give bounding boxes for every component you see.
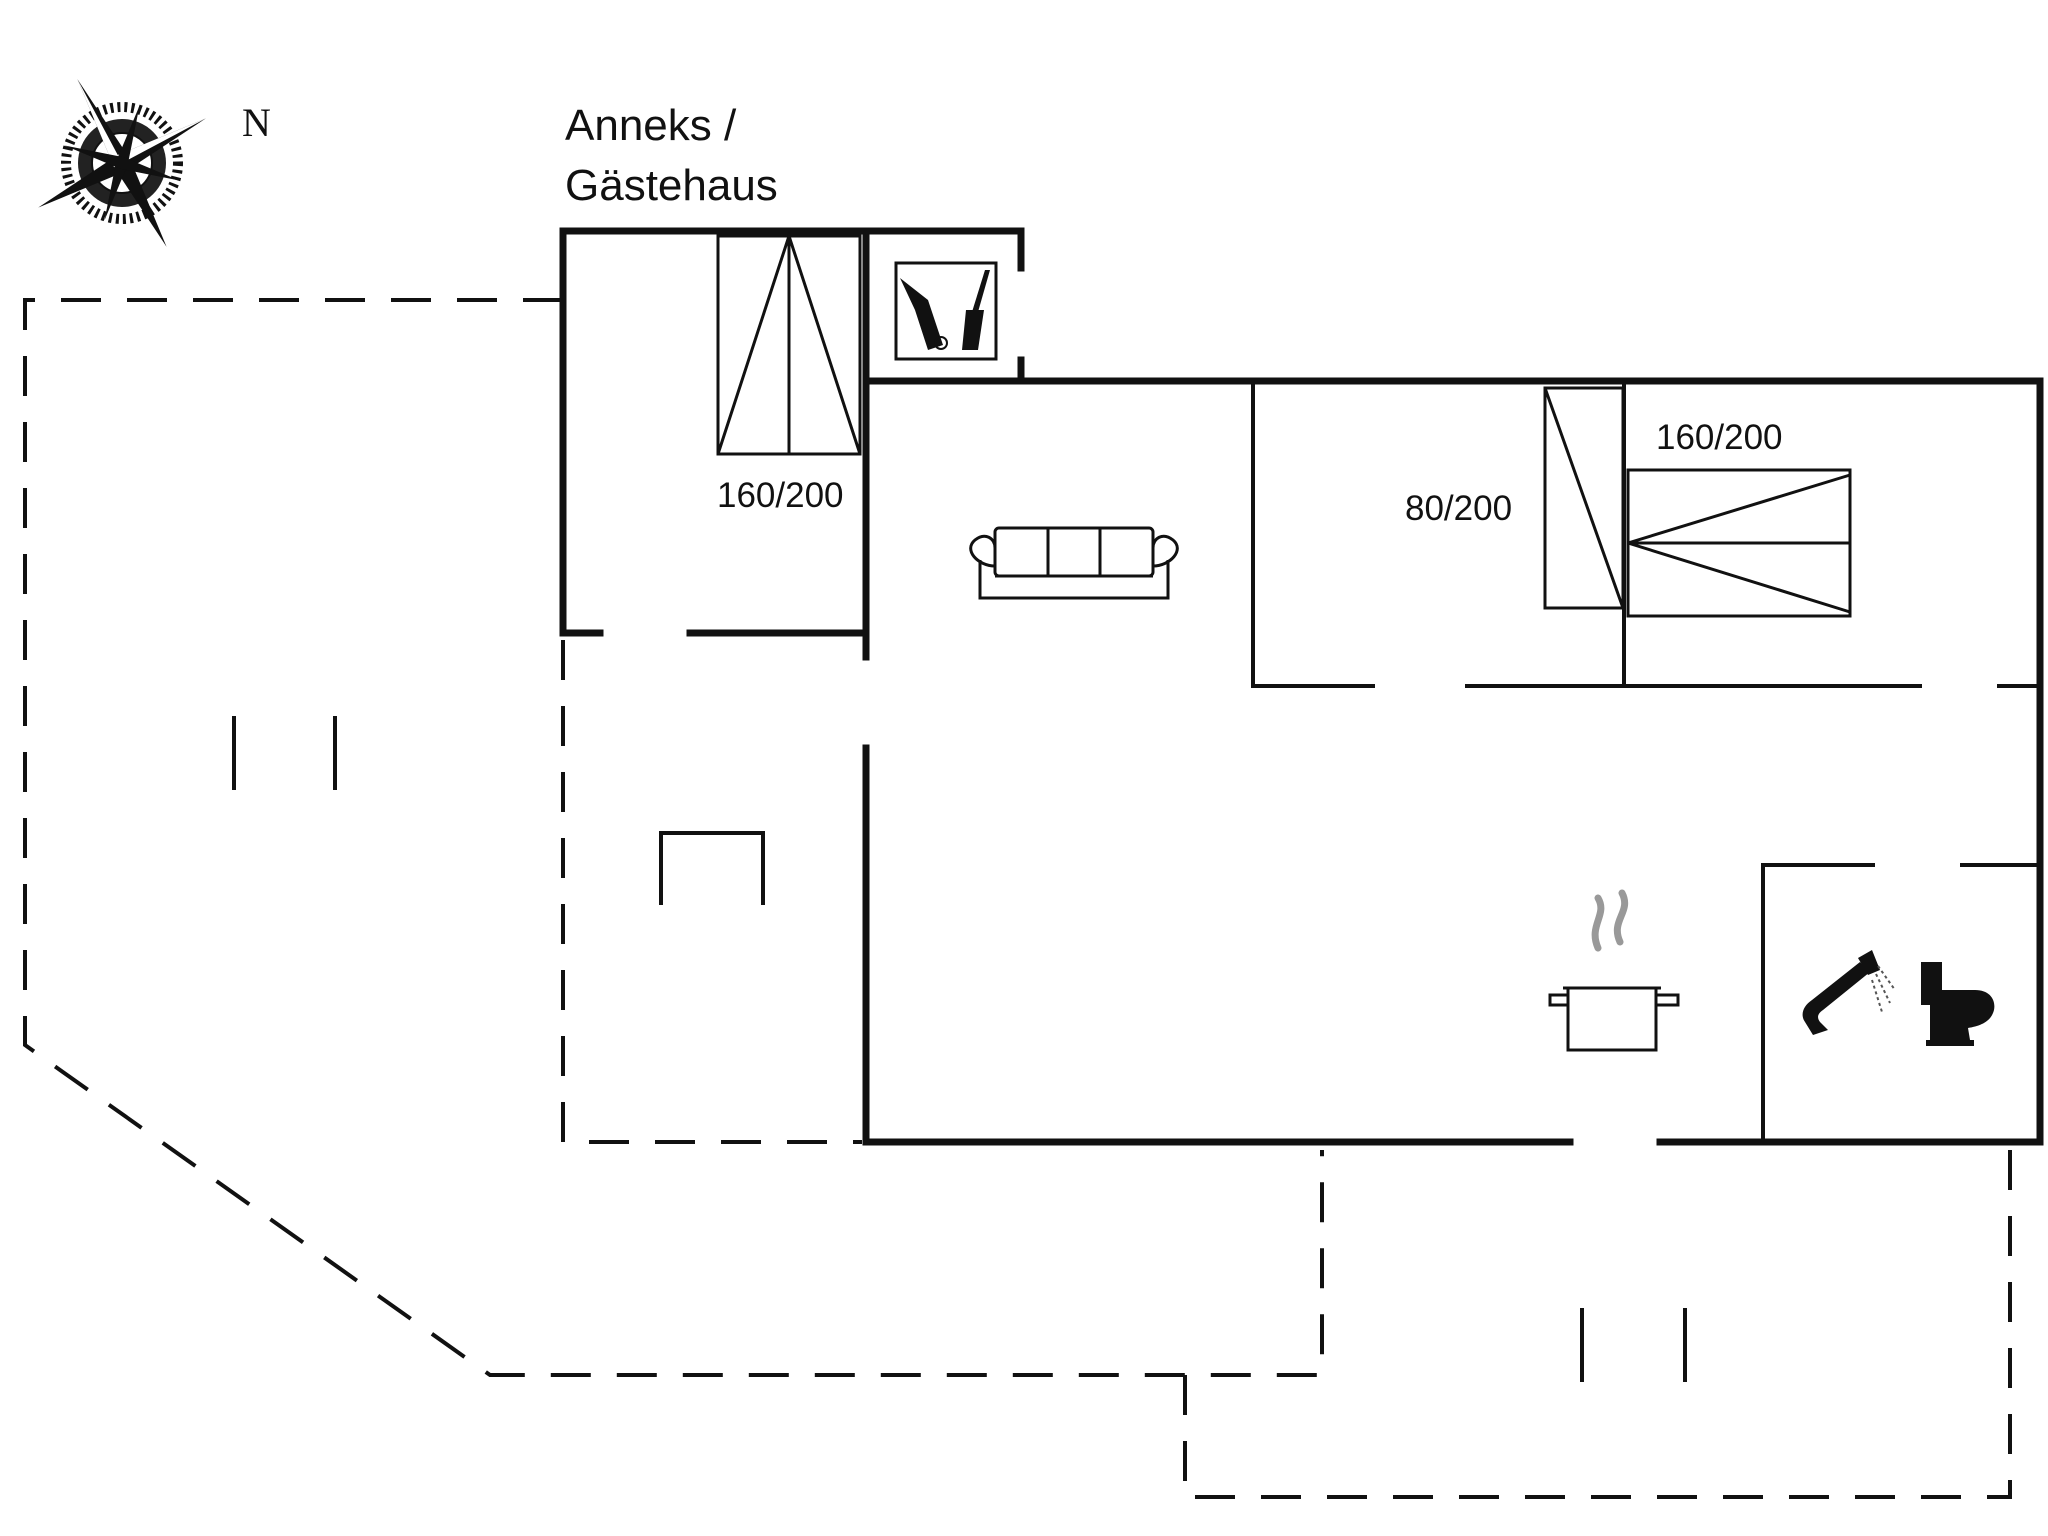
- annex-bed-size: 160/200: [717, 476, 844, 515]
- annex-label-line1: Anneks /: [565, 101, 737, 150]
- interior-walls: [1251, 381, 2040, 1142]
- terrace-outline-west: [23, 298, 1324, 1377]
- double-bed: [1626, 468, 1852, 618]
- toilet-icon: [1921, 962, 1995, 1046]
- annex-bed: [716, 231, 862, 456]
- cooking-pot-icon: [1548, 889, 1680, 1052]
- terrace-marks: [232, 716, 1687, 1382]
- sofa-icon: [969, 526, 1179, 600]
- compass-rose-icon: [38, 79, 206, 247]
- compass-north-label: N: [242, 100, 271, 145]
- single-bed: [1543, 386, 1625, 610]
- terrace-outline-south: [1183, 1145, 2012, 1499]
- double-bed-size: 160/200: [1656, 418, 1783, 457]
- shower-icon: [1802, 950, 1896, 1035]
- single-bed-size: 80/200: [1405, 489, 1512, 528]
- walls: [559, 227, 2044, 1146]
- sauna-utility-icon: [894, 261, 998, 361]
- annex-label-line2: Gästehaus: [565, 161, 778, 210]
